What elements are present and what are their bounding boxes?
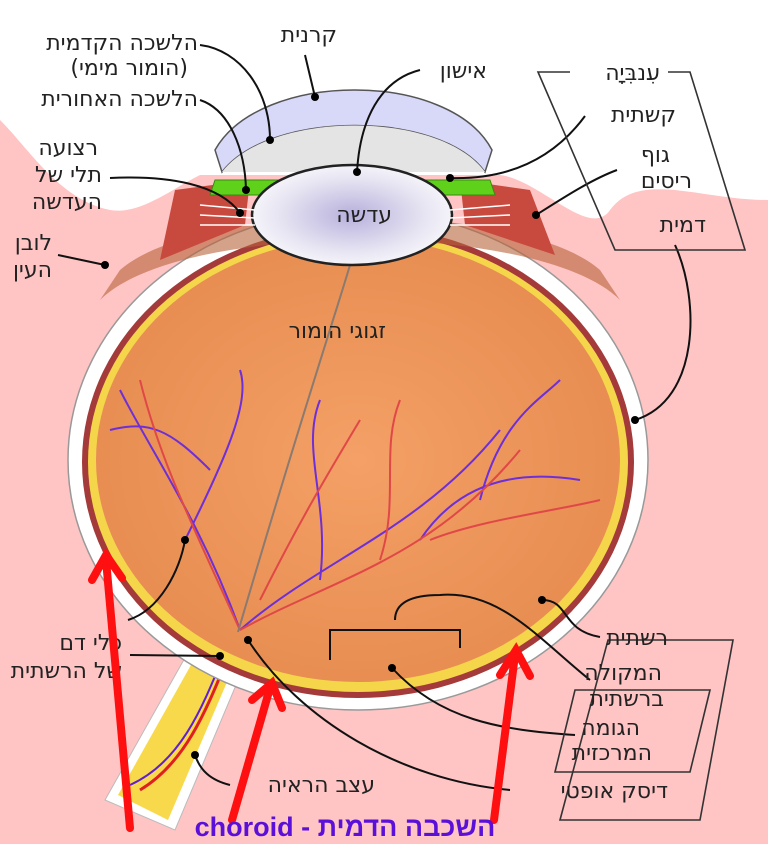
label-anterior-chamber: הלשכה הקדמית xyxy=(46,31,198,56)
label-aqueous-humour: (הומור מימי) xyxy=(70,56,188,81)
label-lens: עדשה xyxy=(336,203,392,228)
label-vitreous: זגוגי הומור xyxy=(289,319,386,344)
label-zonular-1: רצועה xyxy=(38,136,98,161)
hyaloid-canal xyxy=(237,264,351,633)
macula-bracket xyxy=(553,689,712,773)
label-zonular-3: העדשה xyxy=(32,190,102,215)
label-sclera-2: העין xyxy=(13,258,52,283)
ciliary-folds xyxy=(100,217,620,300)
label-zonular-2: תלי של xyxy=(35,163,102,188)
choroid-annotation-arrows xyxy=(88,547,534,832)
label-cornea: קרנית xyxy=(281,23,337,48)
label-retinal-vessels-2: של הרשתית xyxy=(11,659,122,684)
label-fovea-1: הגומה xyxy=(581,716,640,741)
zonular-fibers xyxy=(199,204,511,226)
label-ciliary-2: ריסים xyxy=(641,169,692,194)
ciliary-body-right xyxy=(460,180,555,255)
choroid-annotation-caption: השכבה הדמית - choroid xyxy=(195,812,496,842)
label-ciliary-1: גוף xyxy=(641,143,670,168)
label-optic-nerve: עצב הראיה xyxy=(268,773,375,798)
retina-bracket xyxy=(558,639,734,821)
anterior-chamber xyxy=(222,125,485,172)
label-iris: קשתית xyxy=(611,103,676,128)
label-choroid: דמית xyxy=(660,213,706,238)
lens xyxy=(250,163,454,267)
label-uvea: עִנבִּיָה xyxy=(605,61,660,86)
label-macula-1: המקולה xyxy=(584,661,662,686)
label-sclera-1: לובן xyxy=(15,231,52,256)
label-pupil: אישון xyxy=(440,59,487,84)
label-optic-disc: דיסק אופטי xyxy=(561,779,668,804)
vitreous-body xyxy=(96,238,620,682)
retinal-vessels xyxy=(109,369,601,631)
label-retina: רשתית xyxy=(606,626,668,651)
label-fovea-2: המרכזית xyxy=(572,741,652,766)
leader-lines xyxy=(57,44,692,791)
label-macula-2: ברשתית xyxy=(589,687,664,712)
uvea-bracket xyxy=(536,71,747,251)
label-posterior-chamber: הלשכה האחורית xyxy=(41,87,198,112)
